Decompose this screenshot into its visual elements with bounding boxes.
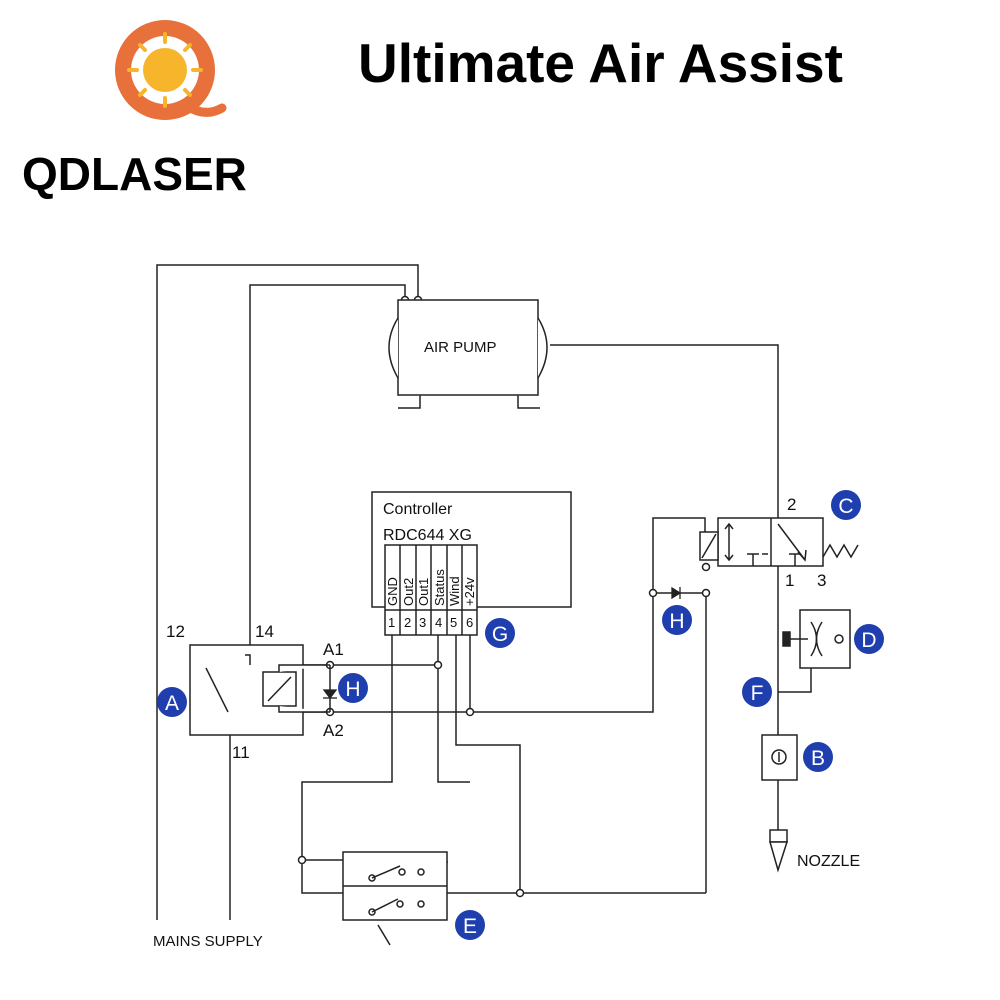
switch [342, 851, 448, 921]
relay-diode [322, 689, 338, 700]
brand-name: QDLASER [22, 148, 247, 200]
mains-supply-label: MAINS SUPPLY [153, 933, 263, 950]
svg-text:D: D [861, 629, 876, 652]
solenoid-valve [699, 517, 859, 567]
svg-text:G: G [492, 623, 508, 646]
pin-number: 3 [419, 615, 426, 630]
valve-port-1: 1 [785, 571, 794, 590]
svg-text:H: H [669, 610, 684, 633]
pin-number: 2 [404, 615, 411, 630]
badge-d: D [854, 624, 884, 654]
pin-number: 5 [450, 615, 457, 630]
pin-name: Status [432, 569, 447, 606]
badge-h-valve: H [662, 605, 692, 635]
pin-name: Out1 [416, 578, 431, 606]
pin-name: GND [385, 577, 400, 606]
pin-1: GND 1 [385, 577, 400, 630]
svg-text:F: F [751, 682, 764, 705]
relay-terminal-11: 11 [232, 743, 250, 762]
valve-diode [671, 586, 682, 600]
badge-h-relay: H [338, 673, 368, 703]
wiring [156, 264, 812, 946]
badge-f: F [742, 677, 772, 707]
air-pump-label: AIR PUMP [424, 339, 497, 356]
controller [371, 491, 572, 636]
air-pump [388, 299, 548, 409]
pin-name: Wind [447, 576, 462, 606]
badge-g: G [485, 618, 515, 648]
page-title: Ultimate Air Assist [358, 32, 843, 94]
relay-terminal-12: 12 [166, 622, 185, 641]
qdlaser-logo [115, 20, 227, 120]
pin-2: Out2 2 [401, 578, 416, 630]
pin-number: 6 [466, 615, 473, 630]
svg-text:E: E [463, 915, 477, 938]
pin-name: Out2 [401, 578, 416, 606]
nozzle [769, 829, 789, 873]
relay [189, 644, 331, 736]
pin-3: Out1 3 [416, 578, 431, 630]
svg-text:B: B [811, 747, 825, 770]
valve-port-2: 2 [787, 495, 796, 514]
relay-terminal-a2: A2 [323, 721, 344, 740]
flow-regulator [782, 609, 851, 669]
svg-text:C: C [838, 495, 853, 518]
controller-name: Controller [383, 501, 453, 518]
svg-text:A: A [165, 692, 179, 715]
pressure-gauge [761, 734, 798, 781]
nozzle-label: NOZZLE [797, 853, 860, 870]
badge-a: A [157, 687, 187, 717]
pin-4: Status 4 [432, 569, 447, 630]
valve-port-3: 3 [817, 571, 826, 590]
pin-5: Wind 5 [447, 576, 462, 630]
pin-number: 4 [435, 615, 442, 630]
pin-name: +24v [462, 577, 477, 606]
controller-model: RDC644 XG [383, 527, 472, 544]
relay-terminal-14: 14 [255, 622, 274, 641]
pin-number: 1 [388, 615, 395, 630]
svg-text:H: H [345, 678, 360, 701]
badge-e: E [455, 910, 485, 940]
badge-b: B [803, 742, 833, 772]
relay-terminal-a1: A1 [323, 640, 344, 659]
pin-6: +24v 6 [462, 577, 477, 630]
controller-pins: GND 1 Out2 2 Out1 3 Status 4 Wind 5 +24v… [385, 569, 477, 630]
badge-c: C [831, 490, 861, 520]
